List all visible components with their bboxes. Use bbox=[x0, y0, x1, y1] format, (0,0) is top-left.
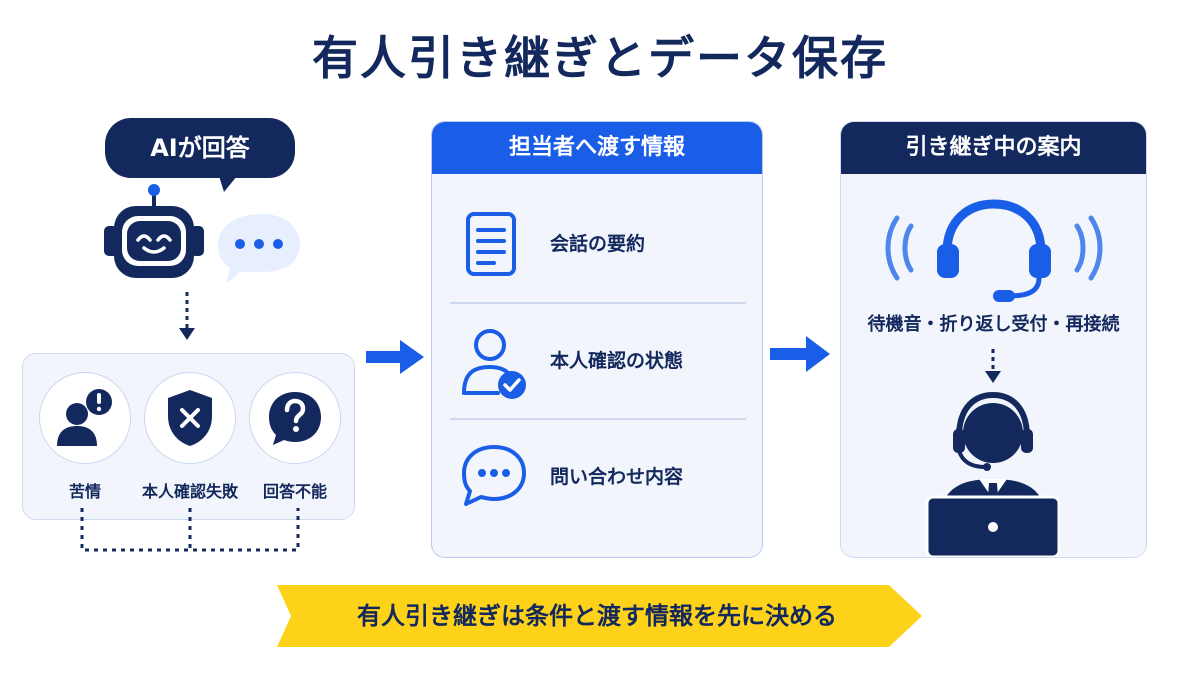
trigger-label: 苦情 bbox=[68, 482, 101, 501]
handoff-options-text: 待機音・折り返し受付・再接続 bbox=[867, 314, 1120, 335]
handover-info-panel: 担当者へ渡す情報 会話の要約 本人確認の状態 問い合わせ内容 bbox=[431, 121, 763, 558]
document-icon bbox=[466, 212, 516, 276]
divider bbox=[450, 418, 746, 420]
ai-answer-label: AIが回答 bbox=[105, 118, 295, 178]
summary-banner-text: 有人引き継ぎは条件と渡す情報を先に決める bbox=[357, 602, 837, 630]
trigger-connector bbox=[80, 508, 300, 552]
question-bubble-icon bbox=[269, 392, 321, 445]
user-check-icon bbox=[462, 329, 526, 399]
info-item-label: 本人確認の状態 bbox=[550, 350, 684, 372]
trigger-circle bbox=[39, 372, 131, 464]
divider bbox=[450, 302, 746, 304]
arrow-right-icon bbox=[770, 336, 830, 372]
page-title: 有人引き継ぎとデータ保存 bbox=[312, 31, 888, 85]
shield-x-icon bbox=[168, 390, 212, 446]
trigger-label: 本人確認失敗 bbox=[141, 482, 238, 501]
arrow-right-icon bbox=[366, 340, 424, 374]
summary-banner bbox=[277, 585, 922, 647]
handoff-guidance-panel: 引き継ぎ中の案内 待機音・折り返し受付・再接続 bbox=[840, 121, 1147, 558]
headset-icon bbox=[885, 199, 1103, 302]
info-item-label: 会話の要約 bbox=[550, 233, 646, 255]
info-item-label: 問い合わせ内容 bbox=[550, 466, 684, 488]
trigger-unanswerable: 回答不能 bbox=[245, 372, 345, 502]
trigger-panel: 苦情 本人確認失敗 回答不能 bbox=[22, 353, 355, 520]
person-alert-icon bbox=[57, 389, 112, 446]
trigger-label: 回答不能 bbox=[262, 482, 327, 501]
trigger-circle bbox=[144, 372, 236, 464]
arrow-down-icon bbox=[985, 349, 1001, 383]
chat-dots-icon bbox=[462, 445, 526, 506]
trigger-circle bbox=[249, 372, 341, 464]
trigger-complaint: 苦情 bbox=[35, 372, 135, 502]
handoff-guidance-header: 引き継ぎ中の案内 bbox=[841, 122, 1146, 174]
trigger-id-failure: 本人確認失敗 bbox=[140, 372, 240, 502]
robot-icon bbox=[104, 184, 300, 284]
operator-icon bbox=[925, 391, 1061, 557]
info-item-identity: 本人確認の状態 bbox=[432, 303, 762, 419]
info-item-summary: 会話の要約 bbox=[432, 186, 762, 302]
handover-info-header: 担当者へ渡す情報 bbox=[432, 122, 762, 174]
info-item-inquiry: 問い合わせ内容 bbox=[432, 419, 762, 535]
arrow-down-icon bbox=[179, 292, 195, 340]
